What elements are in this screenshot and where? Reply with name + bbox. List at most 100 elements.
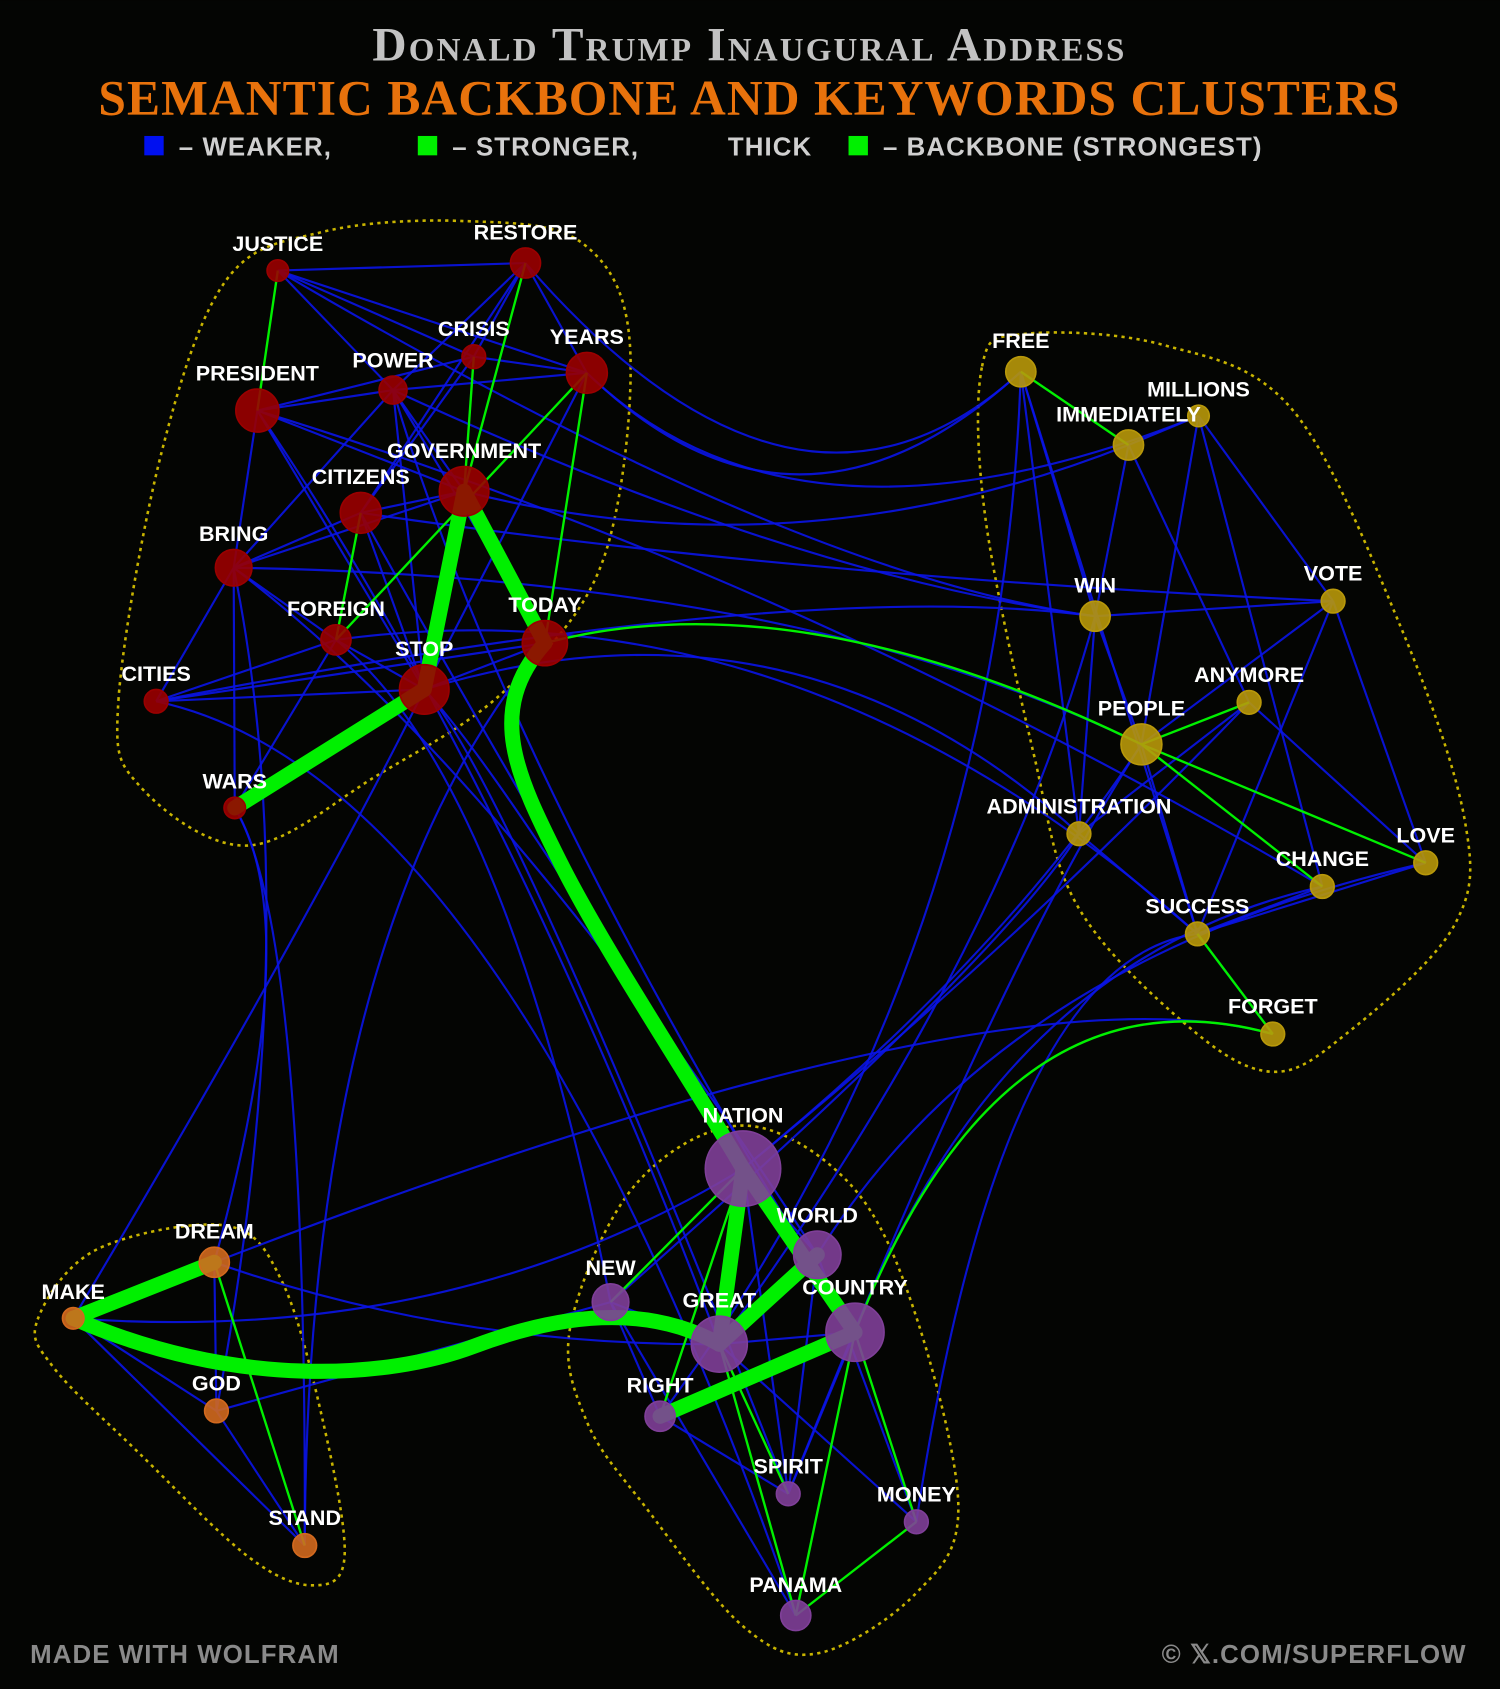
strong-edge [544, 623, 1142, 746]
node-label: FOREIGN [287, 597, 385, 621]
node-win[interactable] [1079, 600, 1112, 633]
node-free[interactable] [1004, 355, 1037, 388]
node-money[interactable] [903, 1509, 930, 1535]
strong-edge [853, 1020, 1274, 1333]
node-label: PANAMA [749, 1573, 842, 1597]
node-label: FORGET [1228, 995, 1318, 1019]
weak-edge [359, 262, 527, 514]
weak-edge [1094, 615, 1143, 745]
node-forget[interactable] [1260, 1021, 1286, 1047]
cluster-hull-yellow [976, 331, 1472, 1074]
node-stand[interactable] [292, 1532, 318, 1559]
node-label: WORLD [777, 1203, 858, 1227]
node-bring[interactable] [214, 548, 253, 587]
node-citizens[interactable] [339, 491, 382, 535]
weak-edge [257, 355, 475, 412]
subtitle: SEMANTIC BACKBONE AND KEYWORDS CLUSTERS [98, 70, 1400, 125]
weak-edge [359, 512, 426, 690]
cluster-hull-orange [33, 1223, 347, 1587]
weak-edge [232, 567, 236, 808]
node-nation[interactable] [704, 1130, 782, 1208]
node-make[interactable] [61, 1306, 85, 1330]
legend-label-weak: – WEAKER, [179, 133, 332, 161]
weak-edge [609, 1301, 797, 1617]
node-change[interactable] [1309, 873, 1335, 900]
node-world[interactable] [792, 1230, 842, 1280]
weak-edge [1140, 415, 1200, 745]
node-label: RESTORE [474, 220, 578, 244]
weak-edge [741, 1168, 790, 1494]
node-love[interactable] [1413, 850, 1439, 876]
node-wars[interactable] [223, 796, 247, 820]
node-power[interactable] [378, 375, 408, 405]
node-people[interactable] [1120, 723, 1163, 766]
weak-edge [586, 372, 1199, 488]
node-dream[interactable] [198, 1246, 231, 1279]
backbone-edge [65, 1310, 727, 1379]
weak-edge [659, 1415, 789, 1495]
node-anymore[interactable] [1236, 689, 1262, 716]
node-label: BRING [199, 522, 268, 546]
node-label: YEARS [550, 325, 624, 349]
node-label: MAKE [42, 1280, 105, 1304]
weak-edge [156, 688, 425, 703]
legend-label-backbone: – BACKBONE (STRONGEST) [883, 133, 1263, 161]
node-foreign[interactable] [320, 624, 352, 656]
node-president[interactable] [235, 388, 280, 433]
weak-edge [391, 389, 426, 690]
node-new[interactable] [591, 1283, 630, 1322]
weak-edge [213, 1261, 720, 1346]
node-label: STOP [395, 637, 453, 661]
legend-swatch-strong [417, 135, 438, 156]
weak-edge [659, 371, 1022, 1417]
node-label: FREE [992, 329, 1049, 353]
node-right[interactable] [644, 1400, 676, 1433]
footer-source-link[interactable]: © 𝕏.COM/SUPERFLOW [1162, 1641, 1467, 1669]
node-country[interactable] [825, 1302, 885, 1363]
node-god[interactable] [203, 1398, 230, 1424]
weak-edge [277, 261, 526, 272]
weak-edge [155, 638, 337, 703]
node-spirit[interactable] [775, 1481, 801, 1507]
weak-edge [233, 639, 337, 809]
node-label: NATION [703, 1103, 784, 1127]
weak-edge [1127, 444, 1251, 703]
node-millions[interactable] [1186, 404, 1211, 428]
node-immediately[interactable] [1112, 429, 1145, 461]
node-restore[interactable] [509, 247, 542, 279]
node-vote[interactable] [1320, 588, 1346, 614]
node-crisis[interactable] [461, 344, 487, 370]
weak-edge [256, 409, 465, 493]
node-panama[interactable] [779, 1599, 812, 1632]
weak-edge [73, 1167, 744, 1324]
weak-edge [359, 356, 475, 514]
cluster-hull-purple [566, 1124, 960, 1657]
node-great[interactable] [690, 1315, 749, 1373]
node-label: MONEY [877, 1482, 956, 1506]
node-label: VOTE [1304, 562, 1363, 586]
node-years[interactable] [565, 351, 609, 395]
weak-edge [233, 566, 819, 1256]
node-today[interactable] [521, 619, 569, 667]
node-success[interactable] [1184, 921, 1211, 947]
weak-edge [1078, 701, 1250, 835]
node-stop[interactable] [398, 663, 450, 716]
node-justice[interactable] [266, 258, 290, 283]
node-label: POWER [352, 348, 434, 372]
backbone-edge [65, 1254, 222, 1326]
weak-edge [392, 371, 587, 392]
strong-edge [1140, 743, 1324, 888]
legend-swatch-backbone [848, 135, 868, 156]
weak-edge [1140, 744, 1199, 935]
node-label: STAND [268, 1506, 341, 1530]
node-label: PRESIDENT [196, 361, 319, 385]
weak-edge [257, 389, 394, 412]
node-label: NEW [585, 1256, 636, 1280]
weak-edge [72, 1317, 306, 1547]
strong-edge [462, 262, 527, 492]
node-government[interactable] [438, 465, 490, 517]
node-administration[interactable] [1066, 821, 1092, 847]
node-cities[interactable] [143, 688, 169, 714]
node-label: TODAY [508, 593, 581, 617]
